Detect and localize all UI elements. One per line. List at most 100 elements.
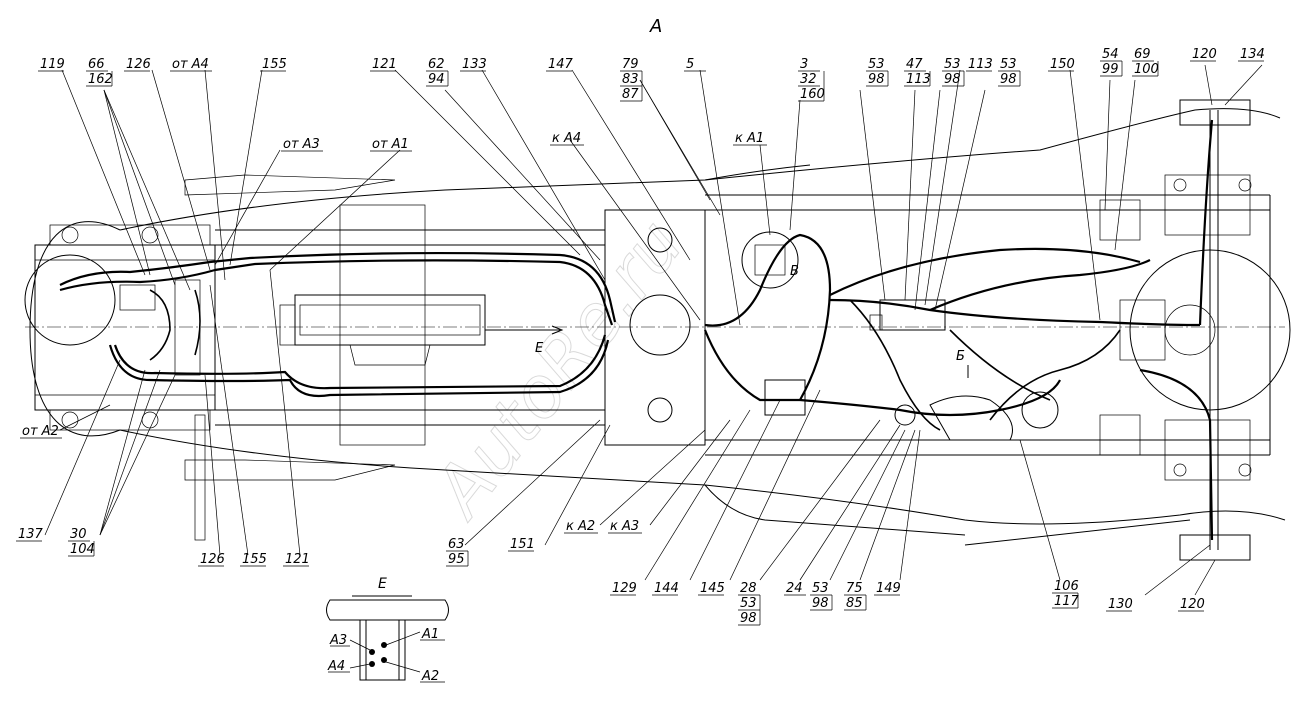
callout-label: 47: [906, 57, 923, 72]
callout-cA4t: от А4: [170, 57, 212, 72]
callout-label: 28: [740, 581, 757, 596]
callout-ckA1: к А1: [733, 131, 767, 146]
callout-label: 119: [40, 57, 65, 72]
components: В Б: [119, 231, 1059, 441]
callout-label: 126: [126, 57, 151, 72]
callout-label: 117: [1054, 594, 1080, 609]
callout-label: 106: [1054, 579, 1079, 594]
brake-hoses: [59, 119, 1214, 541]
detail-label-A4: А4: [327, 659, 345, 674]
callout-label: 120: [1192, 47, 1217, 62]
callout-c130: 130: [1106, 597, 1133, 612]
callout-ckA4: к А4: [550, 131, 584, 146]
callout-label: 75: [846, 581, 863, 596]
callout-label: 53: [740, 596, 757, 611]
callout-c134: 134: [1238, 47, 1265, 62]
callout-label: к А1: [735, 131, 764, 146]
callout-label: 126: [200, 552, 225, 567]
callout-label: 98: [812, 596, 829, 611]
callout-label: 150: [1050, 57, 1075, 72]
callout-c119: 119: [38, 57, 65, 72]
callout-label: 149: [876, 581, 901, 596]
callout-c147: 147: [546, 57, 574, 72]
callout-label: 53: [868, 57, 885, 72]
callout-label: 129: [612, 581, 637, 596]
callout-label: 121: [285, 552, 310, 567]
callout-c133: 133: [460, 57, 487, 72]
callout-label: 98: [868, 72, 885, 87]
callout-label: от А1: [372, 137, 409, 152]
chassis-frame: [24, 99, 1291, 561]
callout-label: 69: [1134, 47, 1151, 62]
callout-label: к А2: [566, 519, 595, 534]
callout-label: 134: [1240, 47, 1265, 62]
view-title: A: [649, 16, 662, 37]
mark-B: Б: [956, 349, 965, 364]
callout-c120t: 120: [1190, 47, 1217, 62]
mark-E: E: [535, 341, 544, 356]
callout-label: 98: [1000, 72, 1017, 87]
callout-label: 99: [1102, 62, 1119, 77]
callout-label: 120: [1180, 597, 1205, 612]
callout-c155b: 155: [240, 552, 267, 567]
callout-c145: 145: [698, 581, 725, 596]
callout-ckA3: к А3: [608, 519, 642, 534]
callout-c149: 149: [874, 581, 901, 596]
callout-label: 3: [800, 57, 808, 72]
callout-label: 62: [428, 57, 445, 72]
callout-c121t: 121: [370, 57, 397, 72]
callout-label: от А4: [172, 57, 209, 72]
callout-label: 151: [510, 537, 535, 552]
callout-c24: 24: [784, 581, 806, 596]
callout-label: от А2: [22, 424, 59, 439]
callout-label: 85: [846, 596, 863, 611]
callout-c120b: 120: [1178, 597, 1205, 612]
callout-cA2: от А2: [20, 424, 62, 439]
callout-label: к А4: [552, 131, 581, 146]
detail-label-A2: А2: [421, 669, 439, 684]
callout-label: 144: [654, 581, 679, 596]
leader-lines: [44, 64, 1263, 596]
callout-label: 121: [372, 57, 397, 72]
callout-c151: 151: [508, 537, 535, 552]
callout-label: 162: [88, 72, 113, 87]
detail-E-title: Е: [378, 576, 387, 592]
callout-c126t: 126: [124, 57, 151, 72]
callout-label: 66: [88, 57, 105, 72]
callout-label: 53: [944, 57, 961, 72]
callout-label: 94: [428, 72, 445, 87]
callout-cA3: от А3: [281, 137, 323, 152]
callout-label: 160: [800, 87, 825, 102]
callout-c5: 5: [684, 57, 706, 72]
callout-label: 5: [686, 57, 694, 72]
callout-label: 79: [622, 57, 639, 72]
callout-ckA2: к А2: [564, 519, 598, 534]
callout-label: 113: [906, 72, 931, 87]
callout-label: 53: [1000, 57, 1017, 72]
callout-label: от А3: [283, 137, 320, 152]
callout-label: 30: [70, 527, 87, 542]
callout-label: 100: [1134, 62, 1159, 77]
callout-c113: 113: [966, 57, 993, 72]
callout-label: 32: [800, 72, 817, 87]
callout-label: 113: [968, 57, 993, 72]
detail-E: Е А3 А1 А4 А2: [326, 576, 449, 684]
